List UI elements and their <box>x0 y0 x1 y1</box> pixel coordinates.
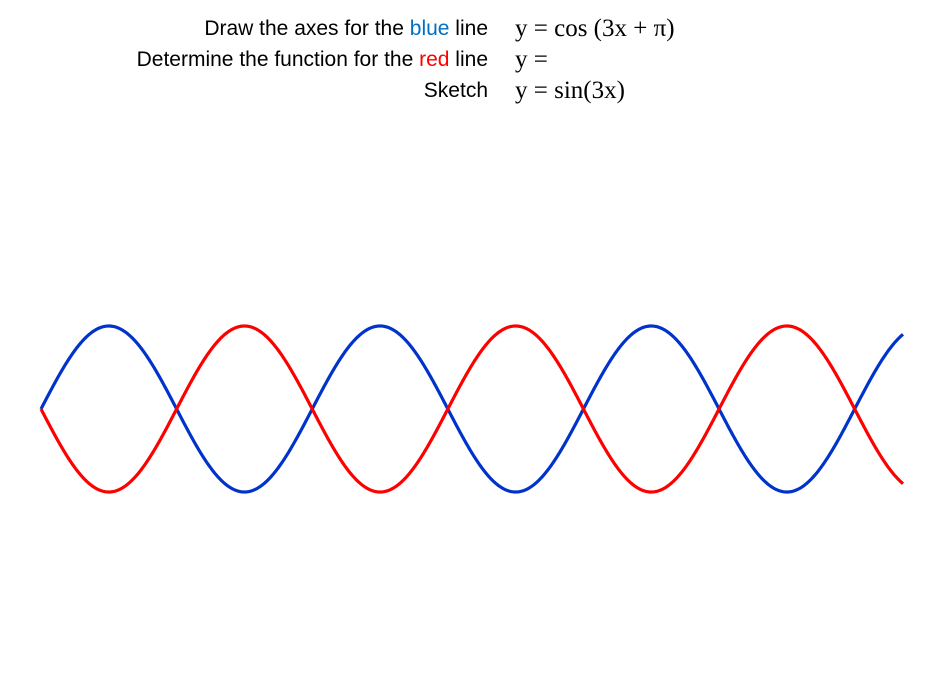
red-curve <box>39 324 905 494</box>
instruction-label: Determine the function for the red line <box>136 48 488 71</box>
equation-sketch: y = sin(3x) <box>515 77 625 104</box>
equation-blue: y = cos (3x + π) <box>515 15 675 42</box>
blue-curve <box>39 324 905 494</box>
instruction-label: Draw the axes for the blue line <box>204 17 488 40</box>
instruction-row-blue: Draw the axes for the blue line y = cos … <box>0 14 949 44</box>
instruction-label: Sketch <box>423 79 488 102</box>
instruction-row-sketch: Sketch y = sin(3x) <box>0 76 949 106</box>
equation-red: y = <box>515 46 548 73</box>
red-word: red <box>419 48 450 71</box>
instruction-row-red: Determine the function for the red line … <box>0 45 949 75</box>
blue-word: blue <box>409 17 450 40</box>
